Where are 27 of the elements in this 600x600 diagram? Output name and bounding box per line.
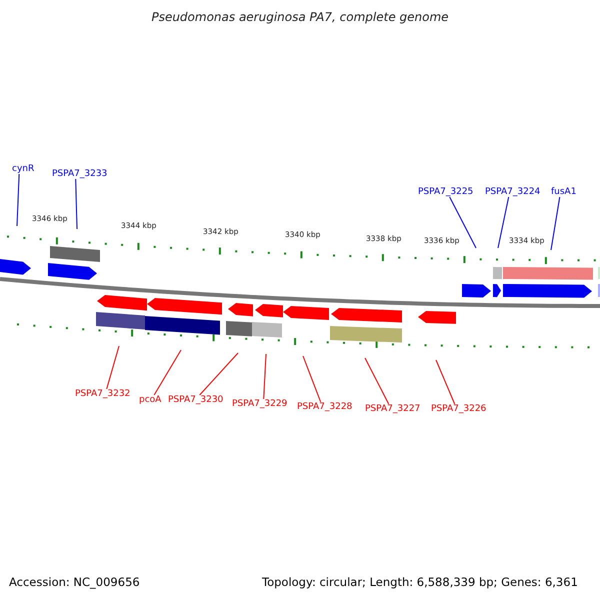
leader-line xyxy=(302,356,322,402)
leader-line xyxy=(449,196,476,248)
gene-label: PSPA7_3233 xyxy=(52,169,108,179)
leader-line xyxy=(498,196,510,248)
gene-label: fusA1 xyxy=(551,187,576,197)
gene-label: PSPA7_3230 xyxy=(168,395,224,405)
leader-line xyxy=(550,196,560,250)
leader-line xyxy=(436,360,456,404)
gene-label: PSPA7_3228 xyxy=(297,402,352,412)
leader-line xyxy=(199,352,238,396)
gene-label: pcoA xyxy=(139,395,162,405)
gene-label: cynR xyxy=(12,164,34,174)
gene-label: PSPA7_3226 xyxy=(431,404,486,414)
leader-line xyxy=(16,174,20,226)
leader-line xyxy=(263,354,266,400)
diagram-title: Pseudomonas aeruginosa PA7, complete genome xyxy=(150,10,450,24)
leader-line xyxy=(106,346,120,390)
leader-line xyxy=(75,178,78,230)
leader-line xyxy=(364,358,390,404)
gene-label: PSPA7_3232 xyxy=(75,389,130,399)
gene-label: PSPA7_3229 xyxy=(232,399,288,409)
footer-info: Topology: circular; Length: 6,588,339 bp; Genes: 6,361 xyxy=(262,575,578,589)
leader-line xyxy=(154,350,182,396)
gene-label: PSPA7_3224 xyxy=(485,187,540,197)
gene-label: PSPA7_3225 xyxy=(418,187,474,197)
gene-label: PSPA7_3227 xyxy=(365,404,420,414)
footer-info: Accession: NC_009656 xyxy=(9,575,140,589)
